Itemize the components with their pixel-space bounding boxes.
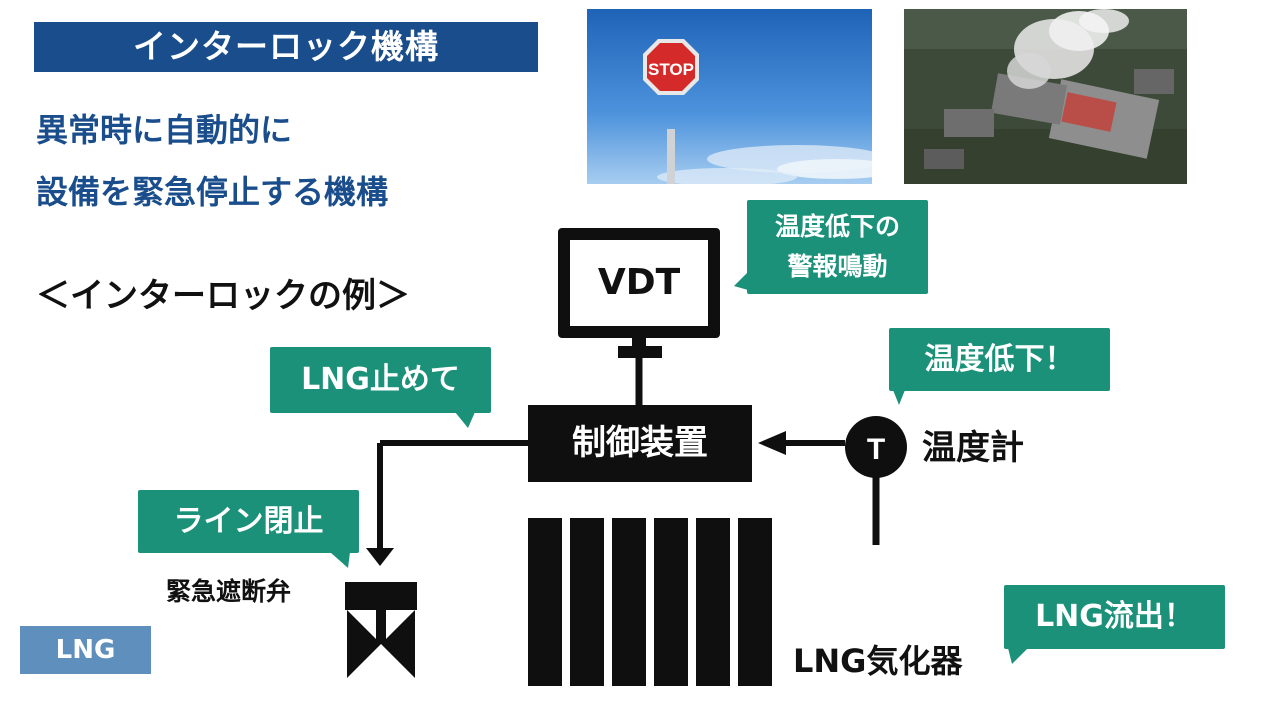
alarm-bubble-line-2: 警報鳴動 <box>787 252 888 281</box>
description-line-1: 異常時に自動的に <box>36 111 293 149</box>
monitor-icon <box>558 228 720 358</box>
line-close-bubble: ライン閉止 <box>138 490 359 553</box>
stop-sign-photo: STOP <box>587 9 872 184</box>
temp-drop-bubble: 温度低下！ <box>889 328 1110 391</box>
example-heading: ＜インターロックの例＞ <box>36 276 410 316</box>
lng-leak-bubble: LNG流出！ <box>1004 585 1225 649</box>
alarm-bubble-line-1: 温度低下の <box>774 212 900 241</box>
arrow-to-valve-icon <box>366 548 394 566</box>
controller-box: 制御装置 <box>528 405 752 482</box>
monitor-label: VDT <box>597 262 681 303</box>
stop-lng-bubble: LNG止めて <box>270 347 491 413</box>
stop-sign-text: STOP <box>648 60 694 79</box>
alarm-bubble: 温度低下の 警報鳴動 <box>747 200 928 294</box>
valve-icon <box>345 582 417 678</box>
vaporizer-label: LNG気化器 <box>793 642 963 680</box>
thermometer-symbol: T <box>867 433 885 466</box>
thermometer-label: 温度計 <box>922 428 1024 468</box>
page-title: インターロック機構 <box>34 22 538 72</box>
lng-tag: LNG <box>20 626 151 674</box>
vaporizer-icon <box>528 518 772 686</box>
arrow-to-controller-icon <box>758 431 786 455</box>
description-line-2: 設備を緊急停止する機構 <box>36 173 389 211</box>
thermometer-icon <box>845 416 907 478</box>
valve-label: 緊急遮断弁 <box>166 577 292 606</box>
plant-smoke-photo <box>904 9 1187 184</box>
